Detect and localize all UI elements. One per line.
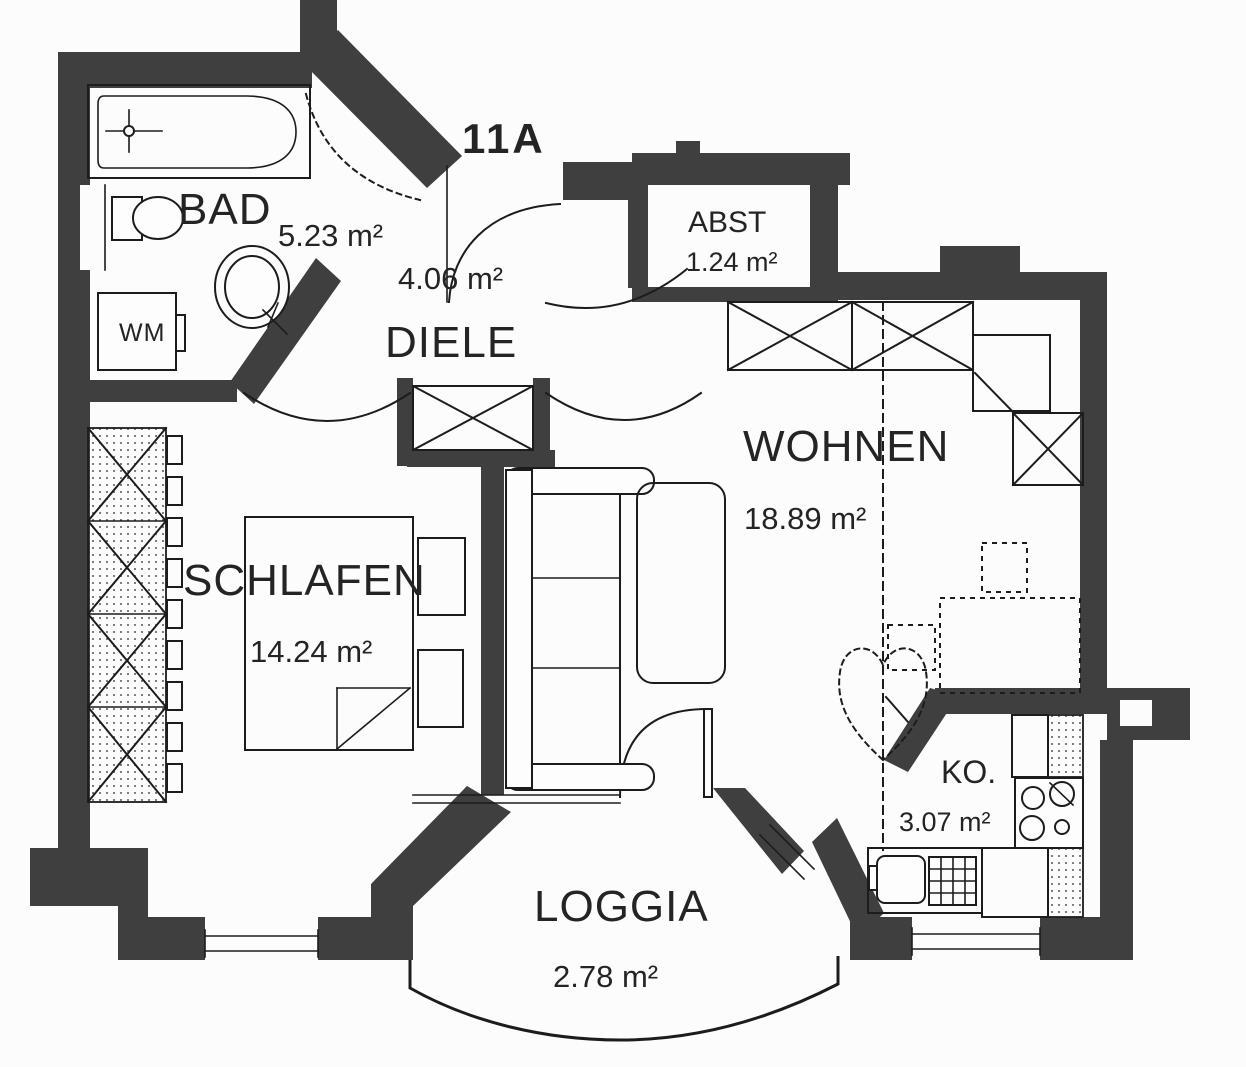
bedroom-furniture [86,426,466,804]
room-label-diele: DIELE [385,318,517,367]
bathtub [87,84,311,179]
room-label-bad: BAD [178,185,271,234]
sink [867,847,983,914]
installation-shaft [411,384,535,452]
room-label-schlafen: SCHLAFEN [183,556,426,605]
room-area-ko: 3.07 m² [899,807,991,837]
closet-x-box [1011,411,1085,487]
washing-machine: WM [97,292,186,371]
faucet-icon [105,109,163,153]
toilet [111,196,184,241]
entrance-door-arc [447,202,562,304]
coffee-table [636,482,726,684]
windows-and-openings [204,165,1041,1042]
kitchen-fixtures [867,714,1084,918]
bath-door-arc [304,92,422,202]
desk [939,597,1081,694]
room-area-abst: 1.24 m² [686,247,778,277]
bed [244,516,414,751]
loggia-window-wall [412,794,621,804]
sofa [505,467,655,791]
pier-niche [1120,700,1152,726]
wall-niche [80,185,105,270]
living-room-furniture [505,300,1085,791]
abst-door-arc [544,267,689,309]
schlafen-door-arc [242,391,412,422]
kitchen-counter-dotted [1047,714,1084,778]
wardrobe [86,426,183,804]
room-area-schlafen: 14.24 m² [250,634,372,669]
unit-label: 11A [462,115,546,162]
room-label-loggia: LOGGIA [534,882,709,931]
labels: 11A BAD 5.23 m² 4.06 m² DIELE ABST 1.24 … [178,115,996,994]
room-label-wohnen: WOHNEN [743,422,949,471]
kitchen-window [911,927,1041,956]
room-label-abst: ABST [688,206,766,239]
cabinet-diagonal [973,371,1015,414]
stove [1014,777,1084,849]
room-label-ko: KO. [941,754,996,790]
room-area-bad: 5.23 m² [278,218,383,253]
washbasin [214,245,290,336]
chair [887,624,936,671]
walls [30,0,1190,960]
kitchen-counter-dotted [1047,847,1084,918]
room-area-wohnen: 18.89 m² [744,501,866,536]
chair [981,542,1028,593]
loggia-side-window [758,823,816,881]
bathroom-fixtures: WM [87,84,311,371]
loggia-outline [408,956,840,1042]
wohnen-door-arc [544,391,703,421]
kitchen-double-swing-door [838,647,928,762]
schlafen-window [204,929,319,958]
room-area-loggia: 2.78 m² [553,959,658,994]
nightstand [417,649,464,728]
wardrobe-track [166,435,183,793]
nightstand [417,537,466,616]
room-area-diele: 4.06 m² [398,261,503,296]
washing-machine-label: WM [119,319,165,347]
